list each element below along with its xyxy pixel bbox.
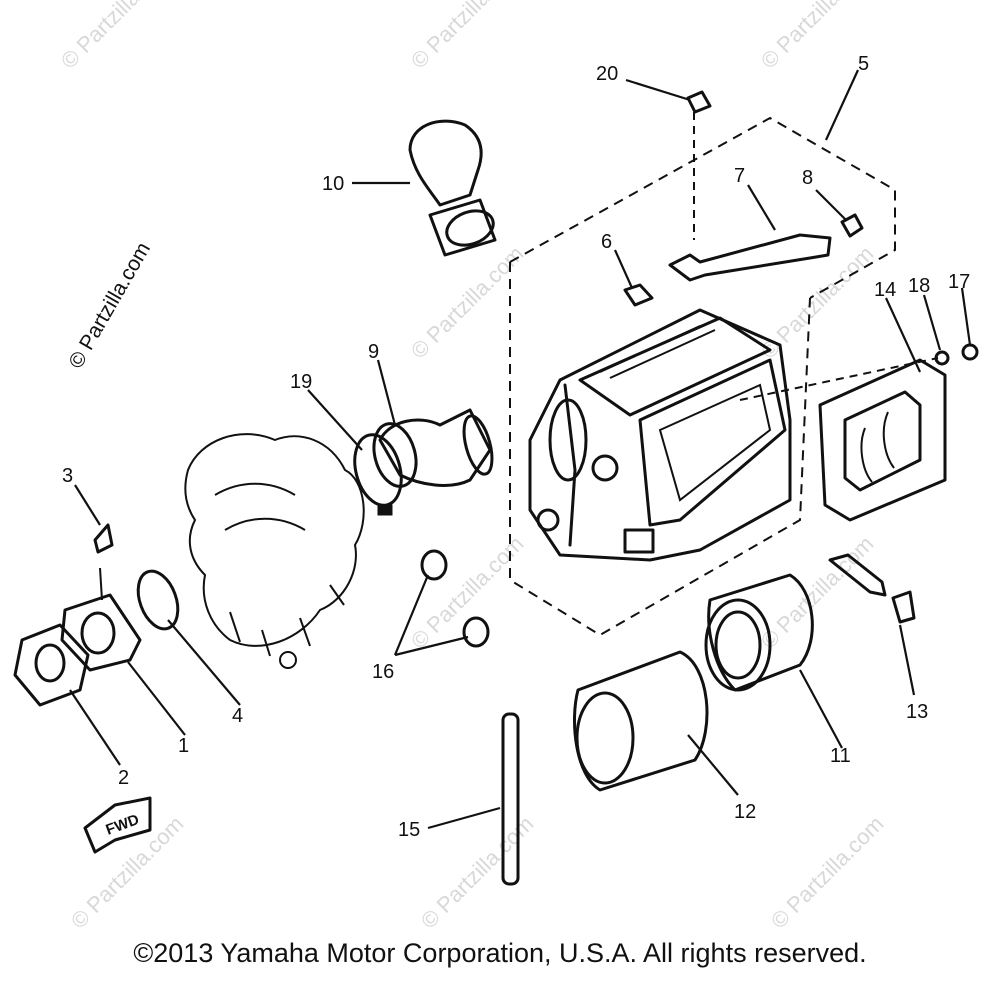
part-9-joint [372,408,494,488]
watermark: © Partzilla.com [406,531,529,654]
callout-15: 15 [398,819,420,841]
engine-outline [184,433,365,669]
callout-16: 16 [372,661,394,683]
watermark: © Partzilla.com [756,241,879,364]
part-14-cover [818,358,947,522]
callouts: 20 5 10 7 8 6 14 18 17 9 19 3 16 4 13 1 … [62,53,970,841]
part-6-grommet [623,283,654,307]
callout-14: 14 [874,279,896,301]
part-3-screw [93,523,114,554]
assembly-5-outline [509,116,896,637]
callout-17: 17 [948,271,970,293]
callout-3: 3 [62,465,73,487]
copyright-notice: ©2013 Yamaha Motor Corporation, U.S.A. A… [133,938,867,968]
watermark: © Partzilla.com [56,0,179,74]
callout-18: 18 [908,275,930,297]
part-12-element [572,650,709,792]
callout-1: 1 [178,735,189,757]
callout-20: 20 [596,63,618,85]
part-7-bracket [668,233,832,282]
part-10-elbow-boot [408,119,497,257]
bracket-hardware [623,90,864,307]
callout-11: 11 [830,745,851,767]
part-8-bolt [840,213,864,238]
callout-8: 8 [802,167,813,189]
callout-13: 13 [906,701,928,723]
callout-7: 7 [734,165,745,187]
watermarks: © Partzilla.com © Partzilla.com © Partzi… [56,0,889,934]
intake-assembly [13,523,180,707]
part-20-bolt [686,90,712,114]
callout-10: 10 [322,173,344,195]
air-cleaner-case [528,308,792,562]
cover-hardware [739,343,979,522]
part-17-screw [961,343,979,361]
watermark: © Partzilla.com [756,531,879,654]
part-15-pipe [501,712,520,886]
part-16-dampers [420,549,490,648]
callout-2: 2 [118,767,129,789]
watermark: © Partzilla.com [766,811,889,934]
callout-4: 4 [232,705,243,727]
part-13-clip [828,553,887,597]
callout-5: 5 [858,53,869,75]
callout-9: 9 [368,341,379,363]
watermark: © Partzilla.com [406,0,529,74]
watermark-vertical: © Partzilla.com [64,238,155,372]
part-11-holder [707,573,814,692]
callout-6: 6 [601,231,612,253]
part-4-clamp [136,569,180,631]
watermark: © Partzilla.com [416,811,539,934]
filter-parts [501,553,916,886]
part-1-joint [60,593,142,672]
callout-19: 19 [290,371,312,393]
part-19-clamp [353,433,403,516]
leader-lines [69,69,972,830]
callout-12: 12 [734,801,756,823]
part-2-gasket [13,623,90,707]
